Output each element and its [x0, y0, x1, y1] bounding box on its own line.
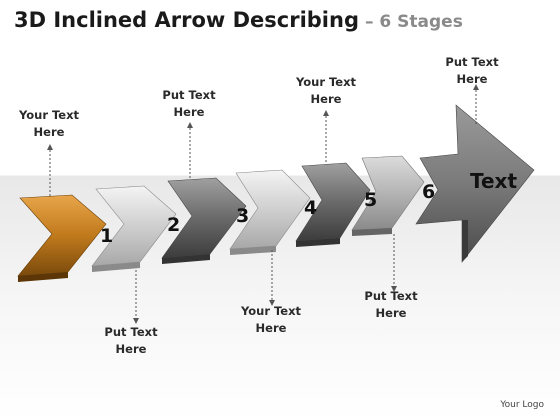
connector-top-3-arrowhead — [323, 110, 329, 116]
stage-4-chevron — [229, 169, 311, 255]
stage-6-chevron — [351, 155, 425, 236]
label-bottom-3-line-1: Put Text — [364, 289, 418, 303]
label-top-3: Your Text Here — [281, 74, 371, 108]
stage-1-number: 1 — [100, 225, 113, 247]
stage-6-number: 6 — [422, 181, 435, 203]
label-bottom-2: Your Text Here — [226, 303, 316, 337]
label-bottom-1-line-1: Put Text — [104, 325, 158, 339]
label-top-1: Your Text Here — [4, 107, 94, 141]
label-top-3-line-2: Here — [310, 92, 342, 106]
label-bottom-3: Put Text Here — [346, 288, 436, 322]
arrow-head — [415, 104, 535, 263]
arrow-head-text: Text — [470, 169, 517, 193]
stage-2-chevron — [91, 185, 177, 272]
label-bottom-2-line-2: Here — [255, 321, 287, 335]
stage-5-chevron — [295, 162, 371, 247]
label-top-2: Put Text Here — [144, 87, 234, 121]
stage-2-number: 2 — [167, 214, 180, 236]
diagram-title: 3D Inclined Arrow Describing – 6 Stages — [14, 8, 463, 32]
label-top-2-line-1: Put Text — [162, 88, 216, 102]
stage-3-chevron — [161, 177, 247, 264]
title-subtitle: – 6 Stages — [365, 12, 463, 32]
stage-1-chevron — [17, 194, 107, 282]
connector-bottom-3-arrowhead — [391, 286, 397, 292]
label-bottom-1: Put Text Here — [86, 324, 176, 358]
label-bottom-3-line-2: Here — [375, 306, 407, 320]
label-top-4-line-2: Here — [456, 72, 488, 86]
stage-5-number: 5 — [364, 189, 377, 211]
label-top-4: Put Text Here — [427, 54, 517, 88]
label-top-2-line-2: Here — [173, 105, 205, 119]
logo-text: Your Logo — [500, 400, 544, 410]
connector-top-2-arrowhead — [187, 122, 193, 128]
label-top-1-line-1: Your Text — [18, 108, 80, 122]
label-top-1-line-2: Here — [33, 125, 65, 139]
connector-top-1-arrowhead — [47, 144, 53, 150]
label-bottom-1-line-2: Here — [115, 342, 147, 356]
stage-3-number: 3 — [236, 205, 249, 227]
label-top-4-line-1: Put Text — [445, 55, 499, 69]
connector-bottom-2-arrowhead — [269, 300, 275, 306]
title-main: 3D Inclined Arrow Describing — [14, 8, 359, 32]
stage-4-number: 4 — [304, 197, 317, 219]
label-top-3-line-1: Your Text — [295, 75, 357, 89]
connector-bottom-1-arrowhead — [133, 318, 139, 324]
label-bottom-2-line-1: Your Text — [240, 304, 302, 318]
connector-top-4-arrowhead — [473, 84, 479, 90]
